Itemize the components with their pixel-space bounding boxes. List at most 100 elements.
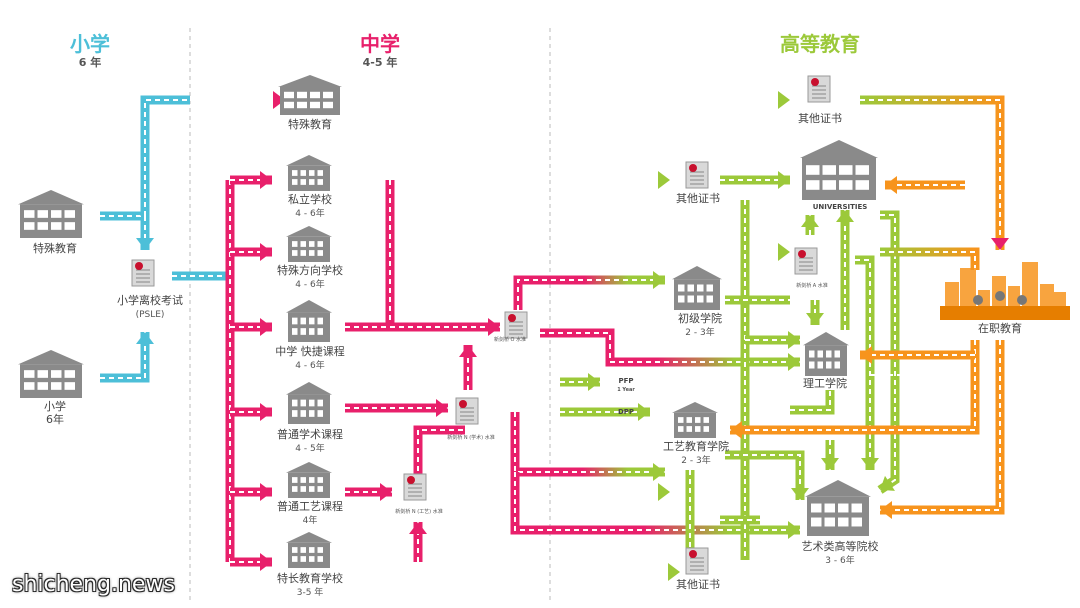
ppp-duration: 1 Year — [617, 387, 635, 393]
o-level-certificate-icon — [504, 311, 528, 339]
path-pink-branch-4 — [230, 483, 272, 501]
header-secondary-years: 4-5 年 — [362, 56, 398, 69]
normal-academic-years: 4 - 5年 — [295, 444, 325, 454]
express-years: 4 - 6年 — [295, 361, 325, 371]
universities-building-icon — [800, 140, 878, 200]
label-cert-mid: 其他证书 — [676, 192, 720, 205]
path-pink-na-o — [459, 345, 477, 390]
path-green-to-poly — [745, 331, 800, 349]
primary-school-years: 6年 — [46, 413, 64, 426]
private-school-building-icon — [286, 155, 332, 191]
path-green-poly-uni — [836, 210, 854, 330]
path-orange-poly — [860, 346, 975, 364]
specialised-school-name: 特殊方向学校 — [277, 264, 343, 277]
junior-college-years: 2 - 3年 — [685, 328, 715, 338]
path-pg-private-cert — [345, 171, 670, 189]
header-secondary-title: 中学 — [360, 32, 400, 56]
psle-certificate-icon — [131, 259, 155, 287]
n-t-level-certificate-icon — [403, 473, 427, 501]
normal-technical-building-icon — [286, 462, 332, 498]
label-dpp: DPP — [617, 408, 635, 416]
label-universities: UNIVERSITIES — [812, 203, 868, 211]
header-primary-title: 小学 — [70, 32, 110, 56]
specialised-independent-building-icon — [286, 532, 332, 568]
path-blue-primary-psle — [100, 332, 154, 383]
n-a-level-certificate-icon — [455, 397, 479, 425]
express-building-icon — [286, 300, 332, 342]
path-pink-na-naLevel — [345, 399, 448, 417]
header-secondary: 中学 — [345, 28, 415, 57]
label-a-level: 新剑桥 A 水准 — [796, 283, 828, 289]
private-school-years: 4 - 6年 — [295, 209, 325, 219]
label-n-a-level: 新剑桥 N (学术) 水准 — [447, 435, 495, 441]
label-arts: 艺术类高等院校 3 - 6年 — [790, 540, 890, 568]
a-level-certificate-icon — [794, 247, 818, 275]
path-blue-up — [140, 95, 190, 216]
path-green-poly-arts — [821, 440, 839, 470]
cert-mid-certificate-icon — [685, 161, 709, 189]
pathway-arrows — [100, 91, 1009, 581]
path-pg-arts — [510, 472, 800, 539]
path-pg-nt-ite — [440, 483, 670, 501]
primary-school-building-icon — [18, 350, 84, 398]
special-edu-top-building-icon — [278, 75, 342, 115]
cert-bottom-certificate-icon — [685, 547, 709, 575]
path-green-alevel-uni — [801, 215, 819, 235]
arts-years: 3 - 6年 — [825, 556, 855, 566]
path-orange-arts — [880, 340, 1005, 519]
label-polytechnic: 理工学院 — [803, 377, 847, 390]
path-pg-special-cert — [355, 91, 790, 109]
normal-technical-years: 4年 — [302, 516, 318, 526]
path-green-ppp — [560, 373, 600, 391]
continuing-education-city-icon — [940, 262, 1070, 320]
label-express: 中学 快捷课程 4 - 6年 — [260, 345, 360, 373]
label-normal-academic: 普通学术课程 4 - 5年 — [260, 428, 360, 456]
watermark: shicheng.news — [12, 572, 175, 597]
label-continuing: 在职教育 — [978, 322, 1022, 335]
path-blue-pink-special — [190, 91, 285, 109]
path-pg-na-ite — [510, 412, 665, 481]
header-tertiary-title: 高等教育 — [780, 32, 860, 56]
path-orange-uni — [885, 176, 965, 194]
polytechnic-building-icon — [803, 332, 849, 376]
normal-academic-name: 普通学术课程 — [277, 428, 343, 441]
label-specialised-school: 特殊方向学校 4 - 6年 — [260, 264, 360, 292]
cert-top-certificate-icon — [807, 75, 831, 103]
normal-academic-building-icon — [286, 382, 332, 424]
path-green-ite-poly — [790, 390, 835, 415]
path-pink-branch-1 — [230, 243, 272, 261]
express-name: 中学 快捷课程 — [275, 345, 345, 358]
label-cert-bottom: 其他证书 — [676, 578, 720, 591]
ite-years: 2 - 3年 — [681, 456, 711, 466]
path-blue-special-psle — [100, 211, 154, 250]
psle-abbr: (PSLE) — [135, 310, 165, 320]
path-green-uni-arts — [855, 255, 879, 470]
special-edu-left-building-icon — [18, 190, 84, 238]
specialised-independent-years: 3-5 年 — [296, 588, 324, 598]
path-go-uni-continuing — [880, 247, 980, 270]
specialised-school-building-icon — [286, 226, 332, 262]
path-green-dpp — [560, 403, 650, 421]
path-pg-o-poly — [540, 328, 800, 371]
normal-technical-name: 普通工艺课程 — [277, 500, 343, 513]
path-pink-nt-ntLevel — [345, 483, 392, 501]
path-pink-branch-3 — [230, 403, 272, 421]
arts-building-icon — [805, 480, 871, 536]
specialised-school-years: 4 - 6年 — [295, 280, 325, 290]
path-green-ite-arts — [725, 450, 809, 500]
path-orange-ite — [730, 340, 980, 439]
header-primary: 小学 — [60, 28, 120, 57]
path-green-cert-uni — [720, 171, 790, 189]
ite-name: 工艺教育学院 — [663, 440, 729, 453]
label-cert-top: 其他证书 — [798, 112, 842, 125]
path-pink-nt-na — [413, 425, 465, 480]
label-ite: 工艺教育学院 2 - 3年 — [656, 440, 736, 468]
label-n-t-level: 新剑桥 N (工艺) 水准 — [395, 509, 443, 515]
psle-name: 小学离校考试 — [117, 294, 183, 307]
path-pink-sp-ntLevel — [409, 522, 427, 562]
arts-name: 艺术类高等院校 — [801, 540, 879, 553]
label-o-level: 新剑桥 O 水准 — [493, 337, 527, 343]
